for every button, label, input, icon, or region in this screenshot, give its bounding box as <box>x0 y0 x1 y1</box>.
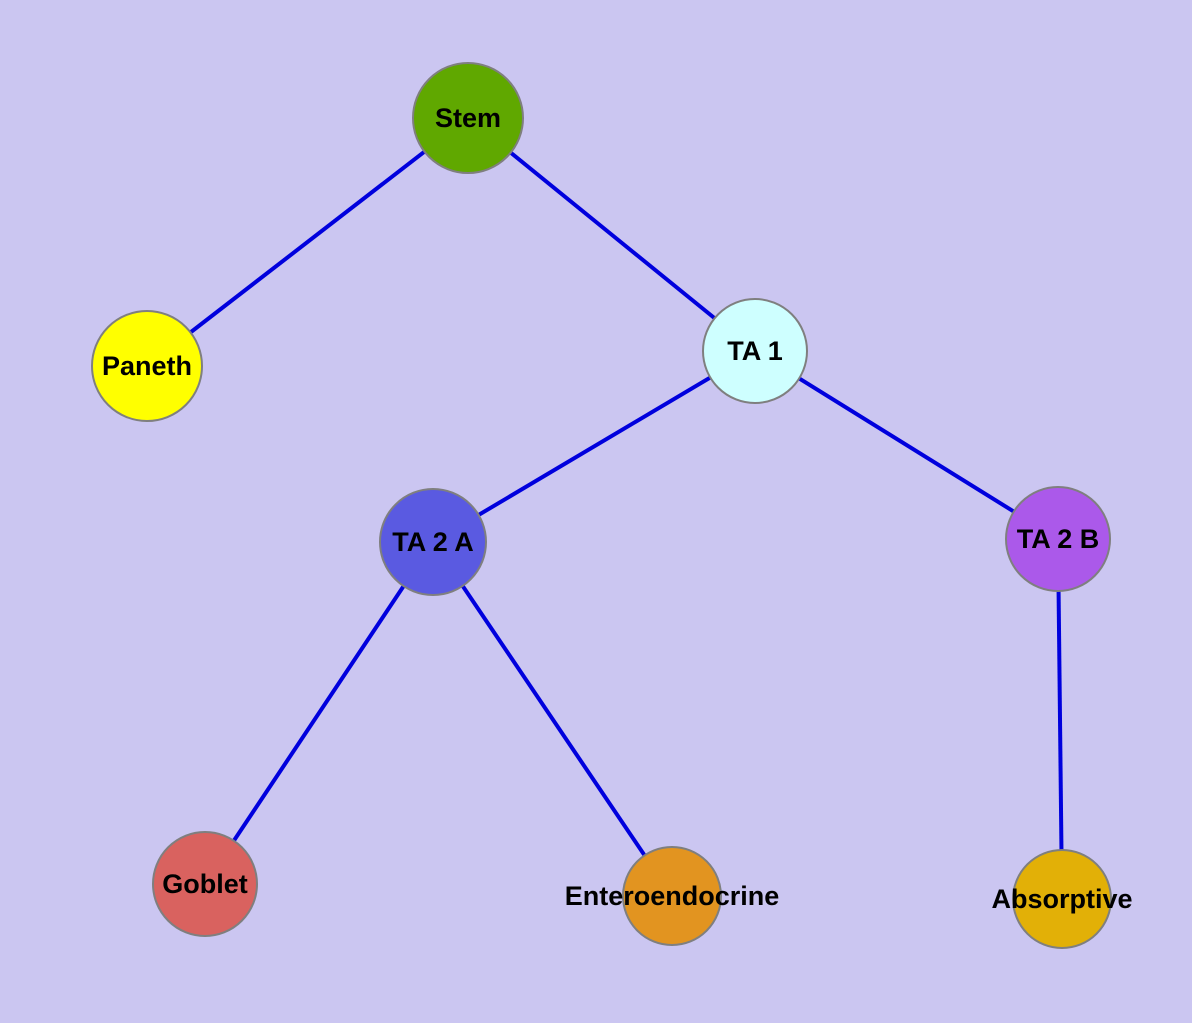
edge-stem-paneth <box>145 116 470 368</box>
ta2b-circle[interactable] <box>1005 486 1111 592</box>
stem-circle[interactable] <box>412 62 524 174</box>
ta1-circle[interactable] <box>702 298 808 404</box>
absorptive-circle[interactable] <box>1012 849 1112 949</box>
enteroendocrine-circle[interactable] <box>622 846 722 946</box>
edge-ta2a-enteroendocrine <box>431 540 674 898</box>
edge-ta2a-goblet <box>203 540 435 886</box>
ta2a-circle[interactable] <box>379 488 487 596</box>
node-ta2b[interactable]: TA 2 B <box>1005 486 1111 592</box>
node-ta1[interactable]: TA 1 <box>702 298 808 404</box>
node-ta2a[interactable]: TA 2 A <box>379 488 487 596</box>
edge-ta1-ta2a <box>431 349 757 544</box>
goblet-circle[interactable] <box>152 831 258 937</box>
node-paneth[interactable]: Paneth <box>91 310 203 422</box>
node-goblet[interactable]: Goblet <box>152 831 258 937</box>
edge-stem-ta1 <box>466 116 757 353</box>
node-stem[interactable]: Stem <box>412 62 524 174</box>
paneth-circle[interactable] <box>91 310 203 422</box>
edge-ta1-ta2b <box>753 349 1060 541</box>
edge-ta2b-absorptive <box>1056 538 1064 900</box>
